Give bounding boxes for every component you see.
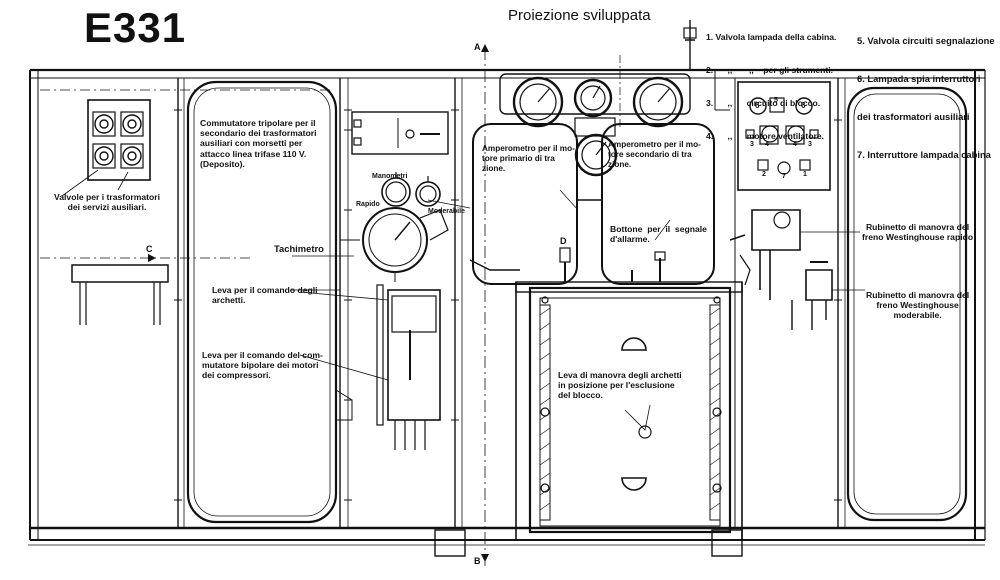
legend-item-7: 7. Interruttore lampada cabina <box>857 148 991 160</box>
panel-number: 5 <box>774 97 778 104</box>
label-tachimetro: Tachimetro <box>274 243 324 254</box>
legend-item-3: 3. ,, circuito di blocco. <box>706 98 821 108</box>
section-mark-d: D <box>560 236 567 246</box>
legend-item-4: 4. ,, motore ventilatore. <box>706 131 824 141</box>
legend-right: 5. Valvola circuiti segnalazione 6. Lamp… <box>857 10 995 174</box>
legend-item-1: 1. Valvola lampada della cabina. <box>706 32 837 42</box>
label-leva-commutatore: Leva per il comando del com- mutatore bi… <box>202 350 323 381</box>
label-rubinetto-rapido: Rubinetto di manovra del freno Westingho… <box>862 222 974 243</box>
legend-item-6: 6. Lampada spia interruttori <box>857 72 981 84</box>
label-bottone-allarme: Bottone per il segnale d'allarme. <box>610 224 707 245</box>
legend-item-5: 5. Valvola circuiti segnalazione <box>857 35 995 47</box>
panel-number: 3 <box>808 141 812 148</box>
gauge-label-moderabile: Moderabile <box>428 208 465 215</box>
panel-number: 4 <box>793 141 797 148</box>
label-commutatore-tripolare: Commutatore tripolare per il secondario … <box>200 118 317 169</box>
label-amperometro-primario: Amperometro per il mo- tore primario di … <box>482 144 575 174</box>
panel-number: 6 <box>801 101 806 110</box>
gauge-label-rapido: Rapido <box>356 201 380 208</box>
panel-number: 7 <box>782 173 786 180</box>
label-leva-archetti: Leva per il comando degli archetti. <box>212 285 318 306</box>
section-mark-b: B <box>474 556 481 566</box>
label-valvole-trasformatori: Valvole per i trasformatori dei servizi … <box>54 192 161 213</box>
legend-item-6-cont: dei trasformatori ausiliari <box>857 110 970 122</box>
section-mark-c: C <box>146 244 153 254</box>
panel-number: 1 <box>803 171 807 178</box>
panel-number: 4 <box>765 141 769 148</box>
panel-number: 6 <box>755 101 760 110</box>
section-mark-a: A <box>474 42 481 52</box>
panel-number: 2 <box>762 171 766 178</box>
gauge-label-manometri: Manometri <box>372 173 408 180</box>
legend-left: 1. Valvola lampada della cabina. 2. ,, ,… <box>706 10 836 153</box>
label-amperometro-secondario: Amperometro per il mo- tore secondario d… <box>608 140 701 170</box>
label-rubinetto-moderabile: Rubinetto di manovra del freno Westingho… <box>866 290 970 321</box>
panel-number: 3 <box>750 141 754 148</box>
label-leva-manovra: Leva di manovra degli archetti in posizi… <box>558 370 682 401</box>
document-subtitle: Proiezione sviluppata <box>508 7 651 24</box>
legend-item-2: 2. ,, ,, per gli strumenti. <box>706 65 834 75</box>
document-title: E331 <box>84 4 187 51</box>
